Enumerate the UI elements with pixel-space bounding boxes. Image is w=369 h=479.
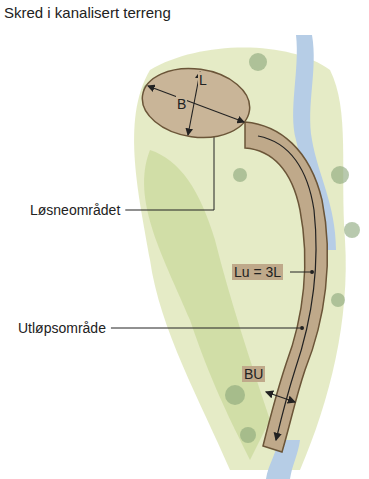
- runout-region: Lu = 3LBU: [240, 120, 340, 460]
- dimension-label: Lu = 3L: [232, 264, 283, 280]
- width-arrow: [266, 392, 295, 402]
- diagram-title: Skred i kanalisert terreng: [4, 4, 171, 22]
- leader-line: [290, 272, 310, 273]
- leader-line: [125, 210, 214, 211]
- leader-line: [111, 328, 300, 329]
- release-area: LB: [140, 66, 252, 140]
- terrain: [134, 48, 346, 471]
- dimension-label: L: [198, 72, 208, 88]
- length-arrow: [258, 136, 316, 440]
- leader-dot: [310, 270, 314, 274]
- terrain: [144, 150, 270, 460]
- dimension-label: B: [176, 96, 187, 112]
- callout-label: Utløpsområde: [16, 320, 108, 336]
- release-outline: [140, 66, 252, 140]
- leader-dot: [300, 326, 304, 330]
- callout-label: Løsneområdet: [28, 202, 122, 218]
- dimension-label: BU: [242, 366, 265, 382]
- runout-area: [245, 122, 327, 452]
